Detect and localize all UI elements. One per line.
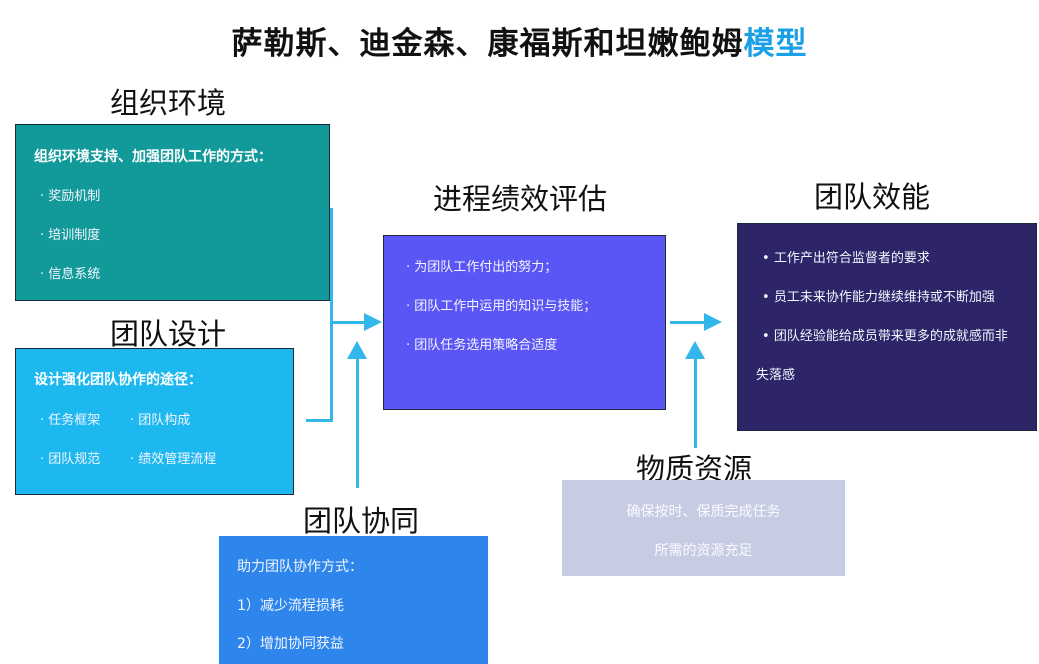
list-item: · 信息系统 [40, 267, 101, 282]
list-item: · 团队构成 [130, 413, 191, 428]
connector-resources-vertical [694, 356, 697, 448]
bullet-icon: • [762, 290, 774, 305]
resources-box: 确保按时、保质完成任务 所需的资源充足 [562, 480, 845, 576]
list-item-continued: 失落感 [756, 368, 796, 383]
effectiveness-heading: 团队效能 [814, 180, 931, 214]
team-design-heading: 团队设计 [110, 317, 227, 351]
effectiveness-box: • 工作产出符合监督者的要求 • 员工未来协作能力继续维持或不断加强 • 团队经… [737, 223, 1037, 431]
list-item: · 团队规范 [40, 452, 101, 467]
connector-left-vertical [330, 208, 333, 421]
connector-design-stub [306, 419, 333, 422]
team-collab-box: 助力团队协作方式： 1）减少流程损耗 2）增加协同获益 [219, 536, 488, 664]
arrow-up-icon [347, 341, 367, 359]
org-env-lead: 组织环境支持、加强团队工作的方式： [34, 149, 272, 165]
list-item: • 工作产出符合监督者的要求 [762, 251, 930, 266]
connector-collab-vertical [356, 356, 359, 488]
connector-left-horizontal [330, 321, 366, 324]
arrow-up-icon [685, 341, 705, 359]
list-item: · 奖励机制 [40, 189, 101, 204]
arrow-right-icon [704, 313, 722, 331]
team-design-box: 设计强化团队协作的途径： · 任务框架 · 团队构成 · 团队规范 · 绩效管理… [15, 348, 294, 495]
arrow-right-icon [364, 313, 382, 331]
process-box: · 为团队工作付出的努力； · 团队工作中运用的知识与技能； · 团队任务选用策… [383, 235, 666, 410]
connector-right-horizontal [670, 321, 706, 324]
list-item: 确保按时、保质完成任务 [626, 504, 781, 520]
list-item: · 培训制度 [40, 228, 101, 243]
process-heading: 进程绩效评估 [433, 182, 608, 216]
team-collab-heading: 团队协同 [303, 504, 420, 538]
team-design-lead: 设计强化团队协作的途径： [34, 372, 202, 388]
bullet-icon: • [762, 329, 774, 344]
list-item: 所需的资源充足 [654, 543, 753, 559]
list-item: · 任务框架 [40, 413, 101, 428]
team-collab-lead: 助力团队协作方式： [237, 559, 363, 575]
org-env-heading: 组织环境 [110, 86, 227, 120]
list-item: 1）减少流程损耗 [237, 598, 344, 614]
title-main: 萨勒斯、迪金森、康福斯和坦嫩鲍姆 [231, 26, 744, 62]
list-item: · 绩效管理流程 [130, 452, 217, 467]
page-title: 萨勒斯、迪金森、康福斯和坦嫩鲍姆模型 [0, 18, 1039, 63]
list-item: • 团队经验能给成员带来更多的成就感而非 [762, 329, 1008, 344]
title-accent: 模型 [743, 26, 808, 62]
list-item: · 团队工作中运用的知识与技能； [406, 299, 597, 314]
list-item: 2）增加协同获益 [237, 636, 344, 652]
list-item: • 员工未来协作能力继续维持或不断加强 [762, 290, 995, 305]
list-item: · 为团队工作付出的努力； [406, 260, 558, 275]
list-item: · 团队任务选用策略合适度 [406, 338, 558, 353]
org-env-box: 组织环境支持、加强团队工作的方式： · 奖励机制 · 培训制度 · 信息系统 [15, 124, 330, 301]
bullet-icon: • [762, 251, 774, 266]
